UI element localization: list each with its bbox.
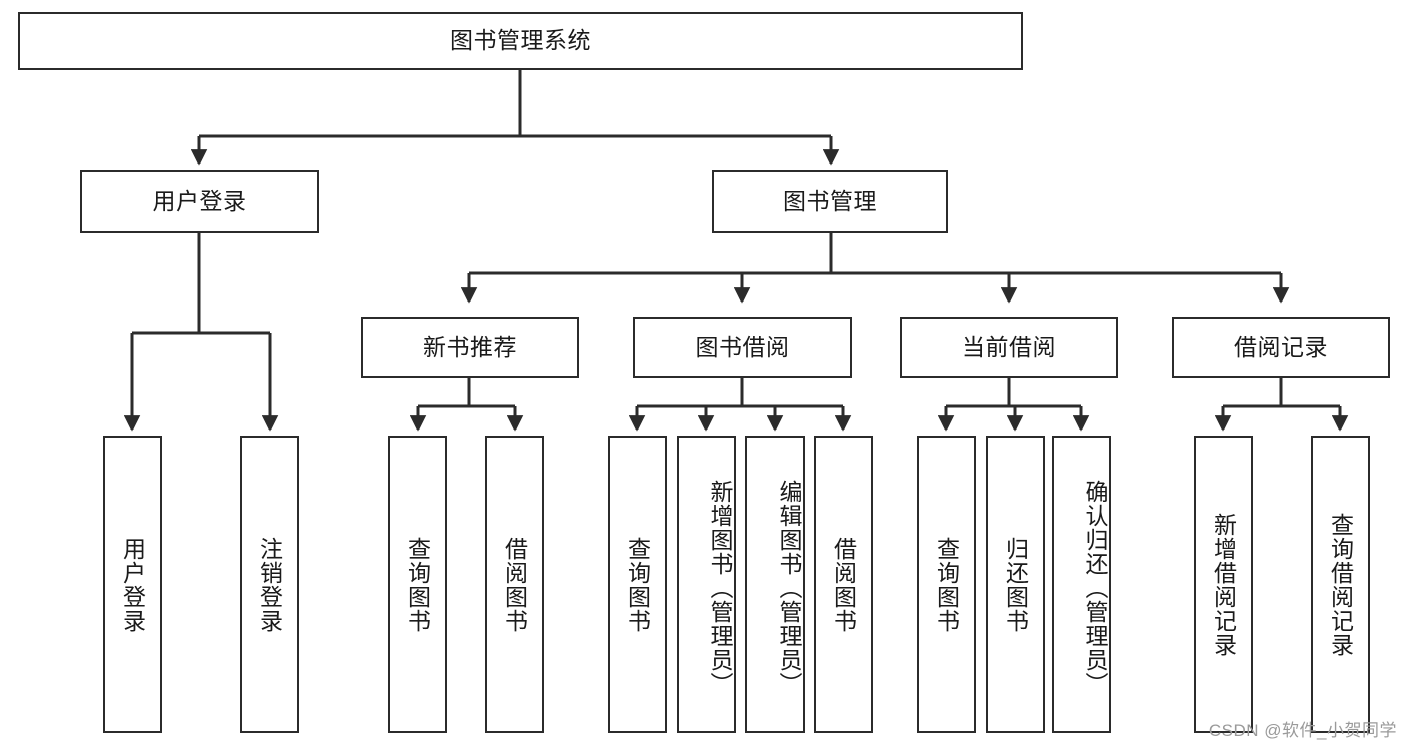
node-user-login[interactable]: 用户登录 — [80, 170, 319, 233]
node-leaf-query-book-2[interactable]: 查询图书 — [608, 436, 667, 733]
node-leaf-edit-book[interactable]: 编辑图书（管理员） — [745, 436, 805, 733]
node-leaf-user-login[interactable]: 用户登录 — [103, 436, 162, 733]
node-new-book-recommend[interactable]: 新书推荐 — [361, 317, 579, 378]
node-leaf-borrow-book-2[interactable]: 借阅图书 — [814, 436, 873, 733]
node-leaf-query-book-1-label: 查询图书 — [404, 536, 431, 633]
node-new-book-recommend-label: 新书推荐 — [423, 333, 517, 360]
node-leaf-logout-login-label: 注销登录 — [256, 536, 283, 633]
node-book-manage-label: 图书管理 — [783, 187, 877, 214]
node-leaf-add-record[interactable]: 新增借阅记录 — [1194, 436, 1253, 733]
node-user-login-label: 用户登录 — [152, 187, 247, 214]
node-leaf-return-book-label: 归还图书 — [1002, 536, 1029, 633]
node-leaf-add-book[interactable]: 新增图书（管理员） — [677, 436, 736, 733]
node-borrow-record[interactable]: 借阅记录 — [1172, 317, 1390, 378]
node-leaf-borrow-book-1[interactable]: 借阅图书 — [485, 436, 544, 733]
node-leaf-confirm-return[interactable]: 确认归还（管理员） — [1052, 436, 1111, 733]
node-root[interactable]: 图书管理系统 — [18, 12, 1023, 70]
watermark: CSDN @软件_小贺同学 — [1208, 721, 1397, 740]
node-book-borrow[interactable]: 图书借阅 — [633, 317, 852, 378]
node-leaf-user-login-label: 用户登录 — [119, 536, 146, 633]
node-leaf-query-record-label: 查询借阅记录 — [1327, 512, 1354, 657]
node-leaf-query-record[interactable]: 查询借阅记录 — [1311, 436, 1370, 733]
node-leaf-edit-book-label: 编辑图书（管理员） — [776, 479, 802, 696]
node-leaf-return-book[interactable]: 归还图书 — [986, 436, 1045, 733]
node-leaf-query-book-3-label: 查询图书 — [933, 536, 960, 633]
node-leaf-borrow-book-1-label: 借阅图书 — [501, 536, 528, 633]
node-book-borrow-label: 图书借阅 — [695, 333, 790, 360]
node-root-label: 图书管理系统 — [450, 27, 591, 54]
node-current-borrow-label: 当前借阅 — [962, 333, 1056, 360]
node-borrow-record-label: 借阅记录 — [1234, 333, 1328, 360]
node-leaf-query-book-1[interactable]: 查询图书 — [388, 436, 447, 733]
node-leaf-query-book-2-label: 查询图书 — [624, 536, 651, 633]
node-leaf-add-book-label: 新增图书（管理员） — [707, 479, 733, 696]
node-leaf-confirm-return-label: 确认归还（管理员） — [1082, 479, 1108, 696]
node-leaf-query-book-3[interactable]: 查询图书 — [917, 436, 976, 733]
node-leaf-logout-login[interactable]: 注销登录 — [240, 436, 299, 733]
node-leaf-borrow-book-2-label: 借阅图书 — [830, 536, 857, 633]
node-current-borrow[interactable]: 当前借阅 — [900, 317, 1118, 378]
node-book-manage[interactable]: 图书管理 — [712, 170, 948, 233]
node-leaf-add-record-label: 新增借阅记录 — [1210, 512, 1237, 657]
